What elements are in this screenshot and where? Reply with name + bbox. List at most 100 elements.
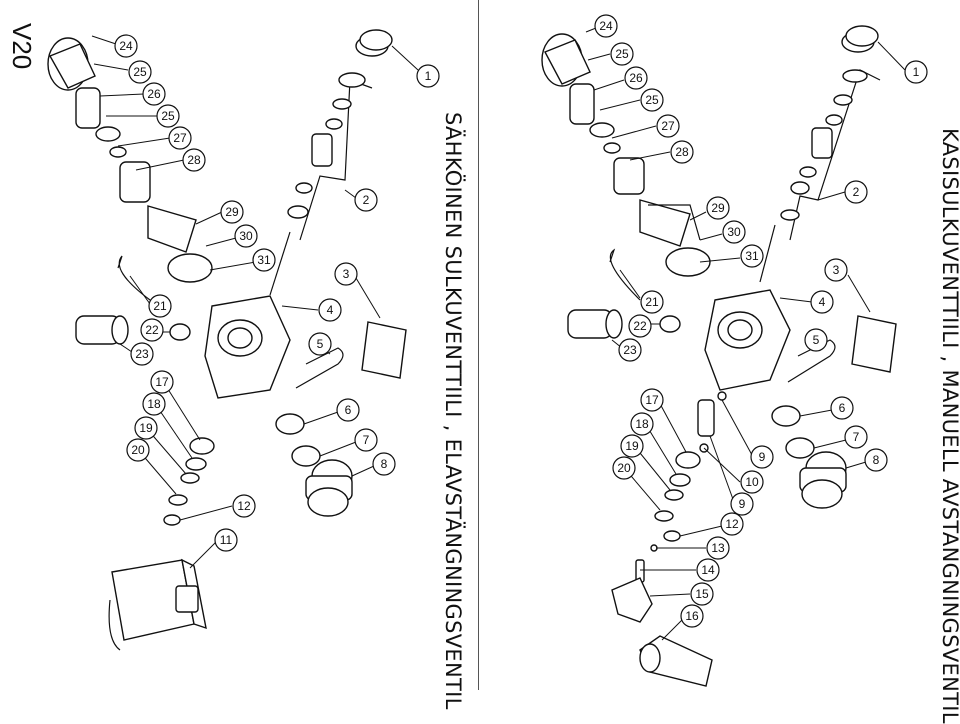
callout-manual-14: 14 [696,558,720,582]
callout-electric-6-label: 6 [345,403,352,417]
callout-electric-24-label: 24 [119,39,133,53]
part-12-washer-electric [163,514,181,526]
callout-manual-8-label: 8 [873,453,880,467]
callout-electric-25a: 25 [128,60,152,84]
callout-electric-21-label: 21 [153,299,167,313]
panel-divider [478,0,479,690]
callout-electric-7-label: 7 [363,433,370,447]
callout-electric-29: 29 [220,200,244,224]
callout-electric-11-label: 11 [220,533,233,547]
valve-stem [759,224,776,283]
part-15-lever [611,577,653,623]
callout-manual-14-label: 14 [701,563,715,577]
callout-electric-22: 22 [140,318,164,342]
callout-electric-25b-label: 25 [161,109,175,123]
callout-manual-15: 15 [690,582,714,606]
part-2-seals [780,69,868,221]
callout-electric-1-label: 1 [425,69,432,83]
part-22-ring-electric [169,323,191,341]
callout-electric-26: 26 [142,82,166,106]
callout-manual-12: 12 [720,512,744,536]
callout-manual-29: 29 [706,196,730,220]
callout-manual-19: 19 [620,434,644,458]
callout-electric-2-label: 2 [363,193,370,207]
callout-manual-4-label: 4 [819,295,826,309]
callout-electric-3-label: 3 [343,267,350,281]
callout-electric-6: 6 [336,398,360,422]
callout-manual-25b: 25 [640,88,664,112]
part-3-plate-electric [361,321,407,379]
part-6-ring-electric [275,413,305,435]
callout-manual-6-label: 6 [839,401,846,415]
callout-electric-25b: 25 [156,104,180,128]
callout-manual-5-label: 5 [813,333,820,347]
callout-manual-1-label: 1 [913,65,920,79]
electric-valve-diagram: 1 2 3 4 5 6 7 8 11 12 17 18 19 20 21 22 … [47,29,440,651]
callout-manual-21-label: 21 [645,295,659,309]
callout-manual-26-label: 26 [629,71,643,85]
callout-manual-2-label: 2 [853,185,860,199]
callout-electric-27: 27 [168,126,192,150]
callout-manual-22-label: 22 [633,319,647,333]
callout-electric-19: 19 [134,416,158,440]
callout-manual-16-label: 16 [685,609,699,623]
part-23-hose [567,309,623,339]
callout-manual-4: 4 [810,290,834,314]
callout-manual-8: 8 [864,448,888,472]
callout-manual-28-label: 28 [675,145,689,159]
callout-electric-31-label: 31 [257,253,271,267]
callout-manual-30: 30 [722,220,746,244]
callout-electric-21: 21 [148,294,172,318]
callout-electric-31: 31 [252,248,276,272]
callout-electric-7: 7 [354,428,378,452]
manual-valve-diagram: 1 2 3 4 5 6 7 8 9 10 9 12 13 14 15 16 17… [541,14,928,687]
part-4-valve-body [704,289,791,391]
callout-electric-12: 12 [232,494,256,518]
manual-leader-lines [585,27,906,641]
callout-manual-25b-label: 25 [645,93,659,107]
callout-manual-27: 27 [656,114,680,138]
part-8-nut-electric [305,459,353,517]
callout-manual-6: 6 [830,396,854,420]
callout-manual-28: 28 [670,140,694,164]
callout-manual-13: 13 [706,536,730,560]
callout-manual-9a-label: 9 [759,450,766,464]
callout-electric-3: 3 [334,262,358,286]
callout-electric-26-label: 26 [147,87,161,101]
callout-manual-18-label: 18 [635,417,649,431]
callout-manual-7: 7 [844,425,868,449]
callout-electric-20-label: 20 [131,443,145,457]
callout-manual-21: 21 [640,290,664,314]
callout-manual-31: 31 [740,244,764,268]
callout-electric-27-label: 27 [173,131,187,145]
electric-leader-lines [91,35,419,569]
callout-manual-24-label: 24 [599,19,613,33]
callout-manual-17: 17 [640,388,664,412]
part-21-hook-electric [117,255,151,301]
callout-manual-15-label: 15 [695,587,709,601]
callout-manual-18: 18 [630,412,654,436]
part-23-hose-electric [75,315,129,345]
electric-callouts: 1 2 3 4 5 6 7 8 11 12 17 18 19 20 21 22 … [114,34,440,552]
callout-electric-17-label: 17 [155,375,169,389]
callout-manual-9b-label: 9 [739,497,746,511]
part-21-hook [609,248,641,301]
callout-electric-30-label: 30 [239,229,253,243]
part-8-nut [799,451,847,509]
callout-electric-1: 1 [416,64,440,88]
parts-17-20 [654,451,701,522]
part-5-clip-electric [295,347,344,389]
callout-electric-28: 28 [182,148,206,172]
part-4-valve-body-electric [204,295,291,399]
callout-electric-5-label: 5 [317,337,324,351]
callout-electric-23: 23 [130,342,154,366]
part-5-clip [787,339,836,383]
callout-manual-22: 22 [628,314,652,338]
callout-manual-30-label: 30 [727,225,741,239]
callout-manual-16: 16 [680,604,704,628]
part-1-cap [841,25,879,53]
callout-electric-19-label: 19 [139,421,153,435]
callout-manual-3: 3 [824,258,848,282]
callout-electric-24: 24 [114,34,138,58]
callout-electric-18: 18 [142,392,166,416]
